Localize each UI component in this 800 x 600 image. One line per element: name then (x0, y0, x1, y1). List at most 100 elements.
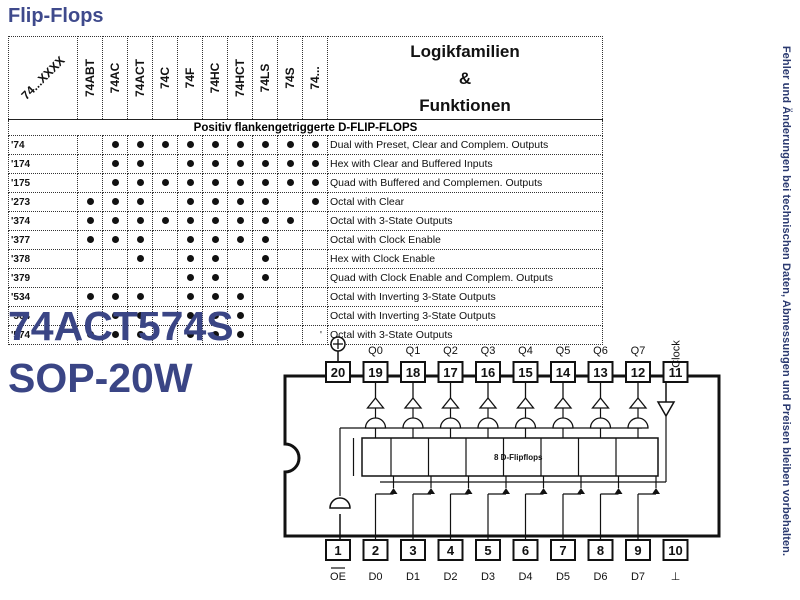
availability-dot (211, 331, 219, 339)
availability-cell (252, 154, 278, 174)
availability-cell (252, 192, 278, 212)
input-arrow-icon (427, 488, 435, 494)
and-gate-symbol (552, 417, 574, 429)
bottom-pin-number: 9 (634, 543, 641, 558)
availability-cell (152, 154, 178, 174)
availability-dot (261, 179, 269, 187)
availability-cell (227, 192, 253, 212)
availability-dot (186, 160, 194, 168)
input-arrow-icon (389, 488, 398, 494)
availability-dot (286, 179, 294, 187)
package-type: SOP-20W (8, 355, 193, 401)
availability-cell (127, 154, 153, 174)
clock-buffer-symbol (656, 401, 676, 418)
bottom-pin-label: D5 (556, 571, 570, 583)
availability-cell (77, 249, 103, 269)
availability-dot (211, 312, 219, 320)
header-line-2: & (458, 68, 472, 88)
family-header-9: 74... (302, 36, 328, 120)
section-heading: Positiv flankengetriggerte D-FLIP-FLOPS (8, 119, 603, 136)
availability-cell (302, 230, 328, 250)
availability-cell (127, 211, 153, 231)
family-label: 74F (183, 67, 197, 89)
and-gate-symbol (364, 417, 387, 429)
availability-cell (127, 135, 153, 155)
row-function: Hex with Clock Enable (327, 249, 603, 269)
family-header-7: 74LS (252, 36, 278, 120)
availability-cell (202, 230, 228, 250)
availability-cell (177, 211, 203, 231)
availability-cell (202, 268, 228, 288)
availability-dot (136, 141, 144, 149)
availability-cell (202, 135, 228, 155)
availability-cell (227, 154, 253, 174)
availability-cell (227, 249, 253, 269)
availability-cell (277, 230, 303, 250)
and-gate-symbol (589, 417, 612, 429)
row-reference: '174 (8, 154, 78, 174)
availability-cell (152, 230, 178, 250)
and-gate-symbol (514, 417, 537, 429)
availability-cell (302, 211, 328, 231)
family-header-6: 74HCT (227, 36, 253, 120)
availability-cell (202, 192, 228, 212)
availability-cell (102, 268, 128, 288)
availability-cell (77, 135, 103, 155)
and-gate-symbol (627, 417, 649, 429)
row-function: Hex with Clear and Buffered Inputs (327, 154, 603, 174)
top-pin-label: Q6 (593, 345, 608, 357)
availability-dot (136, 312, 144, 320)
availability-dot (211, 179, 219, 187)
disclaimer-note: Fehler und Änderungen bei technischen Da… (776, 8, 796, 594)
availability-cell (102, 249, 128, 269)
top-pin-label: Q7 (631, 345, 646, 357)
availability-cell (102, 230, 128, 250)
availability-cell (302, 192, 328, 212)
top-pin-number: 16 (481, 365, 495, 380)
family-label: 74ABT (83, 58, 97, 98)
availability-cell (252, 325, 278, 345)
oe-buffer-symbol (329, 497, 351, 509)
availability-dot (136, 217, 144, 225)
availability-cell (177, 135, 203, 155)
input-arrow-icon (652, 488, 660, 494)
availability-dot (261, 274, 269, 282)
availability-dot (261, 236, 269, 244)
availability-dot (236, 141, 244, 149)
bottom-pin-number: 6 (522, 543, 529, 558)
availability-dot (86, 198, 94, 206)
availability-cell (227, 211, 253, 231)
and-gate-symbol (402, 417, 424, 429)
row-function: Octal with 3-State Outputs (327, 211, 603, 231)
availability-cell (252, 287, 278, 307)
availability-dot (111, 236, 119, 244)
corner-label: 74...XXXX (18, 53, 68, 103)
availability-cell (102, 135, 128, 155)
availability-dot (86, 293, 94, 301)
input-arrow-icon (614, 488, 623, 494)
availability-dot (111, 293, 119, 301)
availability-cell (177, 173, 203, 193)
availability-dot (136, 198, 144, 206)
availability-cell (302, 249, 328, 269)
availability-dot (211, 198, 219, 206)
family-header-1: 74AC (102, 36, 128, 120)
row-reference: '273 (8, 192, 78, 212)
availability-dot (86, 331, 94, 339)
family-header-4: 74F (177, 36, 203, 120)
availability-cell (202, 249, 228, 269)
availability-dot (186, 312, 194, 320)
top-pin-label: Q4 (518, 345, 533, 357)
bottom-pin-label: D6 (593, 571, 607, 583)
top-pin-number: 13 (593, 365, 607, 380)
availability-cell (202, 173, 228, 193)
availability-dot (211, 255, 219, 263)
availability-dot (186, 255, 194, 263)
bottom-pin-number: 3 (409, 543, 416, 558)
availability-cell (302, 287, 328, 307)
